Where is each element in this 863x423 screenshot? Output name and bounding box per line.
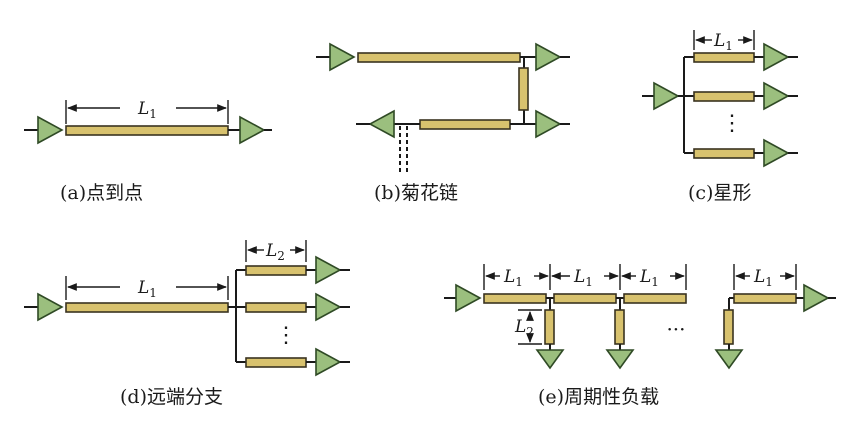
- receiver-buffer-top: [535, 42, 562, 72]
- length-label-l1: L1: [713, 31, 733, 53]
- driver-buffer: [37, 292, 64, 322]
- length-label-l2: L2: [265, 241, 285, 263]
- receiver-buffer-1: [763, 42, 790, 72]
- transmission-line-segment-vertical: [518, 67, 529, 111]
- branch-segment-3: [245, 357, 307, 368]
- periodic-segment-2: [553, 293, 617, 304]
- branch-segment-1: [245, 265, 307, 276]
- periodic-segment-3: [623, 293, 687, 304]
- length-label-l1: L1: [137, 99, 157, 121]
- horizontal-ellipsis: ···: [666, 317, 685, 341]
- receiver-buffer-2: [315, 292, 342, 322]
- return-buffer: [368, 109, 395, 139]
- caption-b: (b)菊花链: [374, 182, 458, 204]
- receiver-buffer-1: [315, 255, 342, 285]
- branch-segment-1: [693, 52, 755, 63]
- caption-a: (a)点到点: [60, 182, 143, 204]
- receiver-buffer: [239, 115, 266, 145]
- transmission-line-segment-top: [357, 52, 521, 63]
- diagram-star: ⋮ L1 (c)星形: [642, 30, 798, 204]
- transmission-line-segment: [65, 302, 229, 313]
- receiver-buffer-3: [763, 138, 790, 168]
- load-buffer-2: [605, 349, 635, 370]
- length-label-l2: L2: [514, 317, 534, 339]
- branch-segment-3: [693, 148, 755, 159]
- length-label-l1: L1: [573, 267, 593, 289]
- driver-buffer: [329, 42, 356, 72]
- driver-buffer: [653, 81, 680, 111]
- stub-segment-last: [723, 309, 734, 345]
- receiver-buffer-2: [763, 81, 790, 111]
- receiver-buffer: [803, 283, 830, 313]
- driver-buffer: [37, 115, 64, 145]
- vertical-ellipsis: ⋮: [275, 323, 297, 348]
- stub-segment-1: [544, 309, 555, 345]
- diagram-daisy-chain: (b)菊花链: [316, 42, 570, 204]
- stub-segment-2: [614, 309, 625, 345]
- receiver-buffer-bottom: [535, 109, 562, 139]
- vertical-ellipsis: ⋮: [721, 111, 743, 136]
- diagram-point-to-point: L1 (a)点到点: [24, 99, 272, 204]
- transmission-line-segment: [65, 125, 229, 136]
- diagram-periodic-load: ··· L1 L1 L1 L1 L2 (e)周期性负: [444, 264, 836, 408]
- periodic-segment-1: [483, 293, 547, 304]
- length-label-l1: L1: [137, 278, 157, 300]
- load-buffer-last: [714, 349, 744, 370]
- length-label-l1: L1: [639, 267, 659, 289]
- branch-segment-2: [245, 302, 307, 313]
- periodic-segment-last: [733, 293, 797, 304]
- transmission-line-segment-bottom: [419, 119, 511, 130]
- length-label-l1: L1: [503, 267, 523, 289]
- branch-segment-2: [693, 91, 755, 102]
- length-label-l1: L1: [753, 267, 773, 289]
- caption-d: (d)远端分支: [120, 386, 223, 408]
- receiver-buffer-3: [315, 347, 342, 377]
- caption-c: (c)星形: [688, 182, 751, 204]
- diagram-far-end-branch: ⋮ L1 L2 (d)远端分支: [24, 240, 350, 408]
- load-buffer-1: [535, 349, 565, 370]
- driver-buffer: [455, 283, 482, 313]
- caption-e: (e)周期性负载: [538, 386, 659, 408]
